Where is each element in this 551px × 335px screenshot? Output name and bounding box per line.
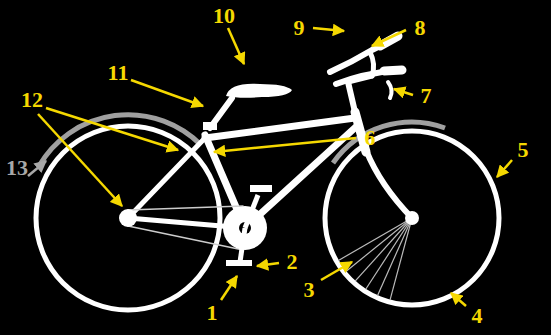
callout-number: 3 (304, 279, 315, 301)
frame (128, 76, 412, 250)
callout-number: 12 (21, 89, 43, 111)
callout-number: 8 (415, 17, 426, 39)
callout-number: 1 (207, 302, 218, 324)
callout-number: 2 (287, 251, 298, 273)
callout-number: 10 (213, 5, 235, 27)
leader-arrow (28, 161, 46, 176)
callout-number: 11 (108, 62, 129, 84)
pedal (226, 260, 252, 266)
callout-number: 6 (365, 127, 376, 149)
callout-number: 9 (294, 17, 305, 39)
leader-arrows (38, 28, 512, 306)
callout-number: 7 (421, 85, 432, 107)
rear-wheel (36, 126, 220, 310)
rear-hub (119, 209, 137, 227)
seat-clamp (203, 122, 217, 130)
saddle (226, 84, 292, 98)
pedal (250, 185, 272, 192)
spokes (338, 218, 412, 300)
handlebars (330, 36, 402, 98)
front-hub (405, 211, 419, 225)
callout-number: 13 (6, 157, 28, 179)
callout-number: 5 (518, 139, 529, 161)
front-wheel (325, 131, 499, 305)
callout-number: 4 (472, 305, 483, 327)
